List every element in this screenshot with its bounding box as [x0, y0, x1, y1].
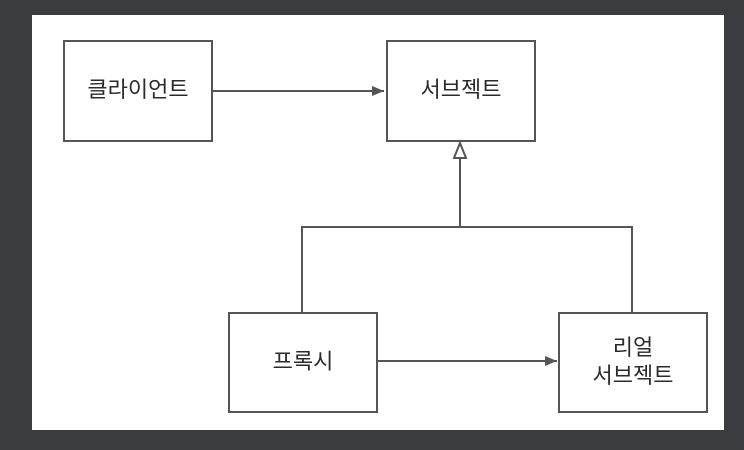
- node-real-subject-label: 리얼 서브젝트: [593, 335, 674, 391]
- node-proxy: 프록시: [228, 312, 378, 413]
- node-proxy-label: 프록시: [272, 349, 334, 375]
- inheritance-triangle-icon: [452, 140, 468, 159]
- node-subject-label: 서브젝트: [420, 78, 502, 103]
- node-real-subject-label-line2: 서브젝트: [592, 363, 674, 389]
- node-real-subject-label-line1: 리얼: [612, 335, 654, 361]
- node-subject: 서브젝트: [386, 40, 536, 142]
- diagram-edges: [213, 86, 633, 366]
- edge-inheritance-to-subject: [301, 140, 633, 312]
- node-client: 클라이언트: [63, 40, 213, 142]
- diagram-canvas: 클라이언트 서브젝트 프록시 리얼 서브젝트: [32, 15, 724, 430]
- node-real-subject: 리얼 서브젝트: [558, 312, 708, 413]
- node-client-label: 클라이언트: [87, 78, 189, 103]
